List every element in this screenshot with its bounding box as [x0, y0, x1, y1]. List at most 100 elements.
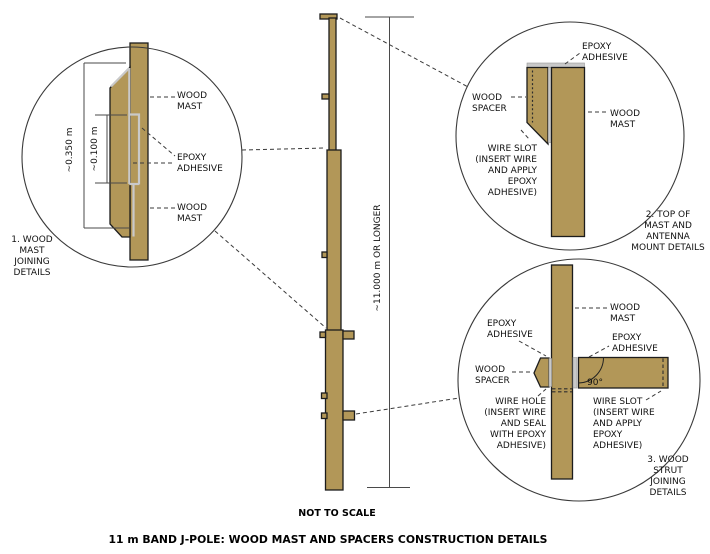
detail-1-labels: WOOD MAST EPOXY ADHESIVE WOOD MAST [177, 91, 223, 224]
leader-to-detail-2 [339, 17, 471, 89]
label-epoxy-adhesive-right: EPOXY [612, 333, 642, 343]
label-wire-hole: ADHESIVE) [497, 441, 546, 451]
mast-spacer-tab [321, 93, 330, 100]
epoxy-joint-lines [110, 67, 141, 237]
caption-line: DETAILS [650, 488, 687, 498]
label-angle-90: 90° [587, 378, 603, 388]
wood-mast-piece [550, 264, 574, 480]
caption-line: JOINING [13, 257, 50, 267]
wood-mast-piece [550, 66, 586, 238]
mast-spacer-tab [320, 412, 328, 420]
overlap-dimension: ~0.350 m [65, 62, 129, 229]
center-mast-drawing [319, 13, 356, 491]
label-wire-slot: ADHESIVE) [593, 441, 642, 451]
label-wood-spacer: WOOD [475, 365, 505, 375]
leader-epoxy-diagonal [141, 127, 176, 157]
detail-3-outline [457, 258, 701, 502]
caption-line: 1. WOOD [11, 235, 53, 245]
label-epoxy-adhesive: EPOXY [582, 42, 612, 52]
caption-line: 2. TOP OF [646, 210, 691, 220]
leader-to-detail-3 [355, 397, 460, 415]
detail-circle-3-strut-joining: EPOXY ADHESIVE WOOD MAST EPOXY ADHESIVE … [457, 258, 701, 502]
caption-line: 3. WOOD [647, 455, 689, 465]
not-to-scale-note: NOT TO SCALE [298, 508, 375, 519]
epoxy-layer-spacer [548, 358, 552, 387]
wood-spacer-piece [526, 66, 549, 146]
label-epoxy-adhesive: ADHESIVE [582, 53, 628, 63]
detail-circle-1-mast-joining: ~0.350 m ~0.100 m WOOD MAST EPOXY ADHESI… [11, 42, 243, 278]
mast-strut-stub [342, 410, 356, 421]
detail-3-caption: 3. WOOD STRUT JOINING DETAILS [647, 455, 689, 498]
label-epoxy-adhesive: EPOXY [177, 153, 207, 163]
label-wire-slot: (INSERT WIRE [593, 408, 655, 418]
label-wood-mast: MAST [610, 120, 636, 130]
caption-line: JOINING [649, 477, 686, 487]
epoxy-cap [526, 62, 585, 68]
mast-length-dimension: ~11.000 m OR LONGER [365, 16, 414, 488]
step-dim-label: ~0.100 m [90, 127, 100, 172]
leader-epoxy-left [518, 340, 547, 357]
wood-strut-piece [577, 356, 669, 389]
caption-line: DETAILS [14, 268, 51, 278]
label-wire-slot: WIRE SLOT [593, 397, 643, 407]
mast-wide-section [324, 329, 344, 491]
label-wood-mast-top: MAST [177, 102, 203, 112]
lower-mast-piece [109, 65, 131, 238]
label-wood-spacer: WOOD [472, 93, 502, 103]
caption-line: MOUNT DETAILS [631, 243, 705, 253]
caption-line: ANTENNA [646, 232, 691, 242]
caption-line: MAST [19, 246, 45, 256]
detail-2-outline [455, 21, 685, 251]
label-wood-spacer: SPACER [475, 376, 510, 386]
callout-leaders [214, 17, 471, 415]
label-epoxy-adhesive-left: EPOXY [487, 319, 517, 329]
mast-mid-section [326, 149, 342, 332]
detail-2-caption: 2. TOP OF MAST AND ANTENNA MOUNT DETAILS [631, 210, 705, 253]
label-wood-mast-bottom: WOOD [177, 203, 207, 213]
label-wood-mast-bottom: MAST [177, 214, 203, 224]
mast-spacer-tab [319, 331, 327, 339]
leader-wire-slot [520, 129, 530, 140]
detail-1-outline [21, 46, 243, 268]
label-epoxy-adhesive-left: ADHESIVE [487, 330, 533, 340]
leader-epoxy [564, 52, 581, 65]
detail-3-labels: EPOXY ADHESIVE WOOD MAST EPOXY ADHESIVE … [475, 303, 658, 451]
mast-thin-section [328, 17, 337, 153]
detail-2-labels: EPOXY ADHESIVE WOOD SPACER WIRE SLOT (IN… [472, 42, 640, 198]
label-wood-spacer: SPACER [472, 104, 507, 114]
caption-line: STRUT [653, 466, 683, 476]
label-wire-slot: (INSERT WIRE [475, 155, 537, 165]
caption-line: MAST AND [644, 221, 692, 231]
detail-circle-2-top-of-mast: EPOXY ADHESIVE WOOD SPACER WIRE SLOT (IN… [455, 21, 705, 253]
epoxy-layer [547, 67, 552, 143]
label-wire-hole: WITH EPOXY [490, 430, 546, 440]
overlap-dim-label: ~0.350 m [65, 128, 75, 173]
epoxy-joint-line [110, 67, 131, 88]
label-wire-hole: (INSERT WIRE [484, 408, 546, 418]
leader-epoxy-right [588, 345, 610, 358]
step-dimension: ~0.100 m [90, 114, 127, 184]
label-wood-mast: WOOD [610, 303, 640, 313]
mast-spacer-tab [320, 392, 328, 400]
label-epoxy-adhesive-right: ADHESIVE [612, 344, 658, 354]
label-wood-mast: MAST [610, 314, 636, 324]
epoxy-joint-line [130, 113, 141, 185]
label-wire-slot: ADHESIVE) [488, 188, 537, 198]
leader-wire-slot [645, 390, 662, 401]
label-wire-hole: WIRE HOLE [495, 397, 546, 407]
label-wire-slot: EPOXY [508, 177, 538, 187]
label-epoxy-adhesive: ADHESIVE [177, 164, 223, 174]
label-wire-hole: AND SEAL [501, 419, 546, 429]
leader-detail-1-lower [214, 230, 327, 329]
label-wood-mast-top: WOOD [177, 91, 207, 101]
mast-strut-stub [342, 330, 355, 340]
label-wire-slot: WIRE SLOT [488, 144, 538, 154]
label-wire-slot: EPOXY [593, 430, 623, 440]
diagram-title: 11 m BAND J-POLE: WOOD MAST AND SPACERS … [109, 533, 548, 546]
label-wire-slot: AND APPLY [488, 166, 538, 176]
detail-1-caption: 1. WOOD MAST JOINING DETAILS [11, 235, 53, 278]
mast-spacer-tab [321, 251, 328, 259]
label-wood-mast: WOOD [610, 109, 640, 119]
